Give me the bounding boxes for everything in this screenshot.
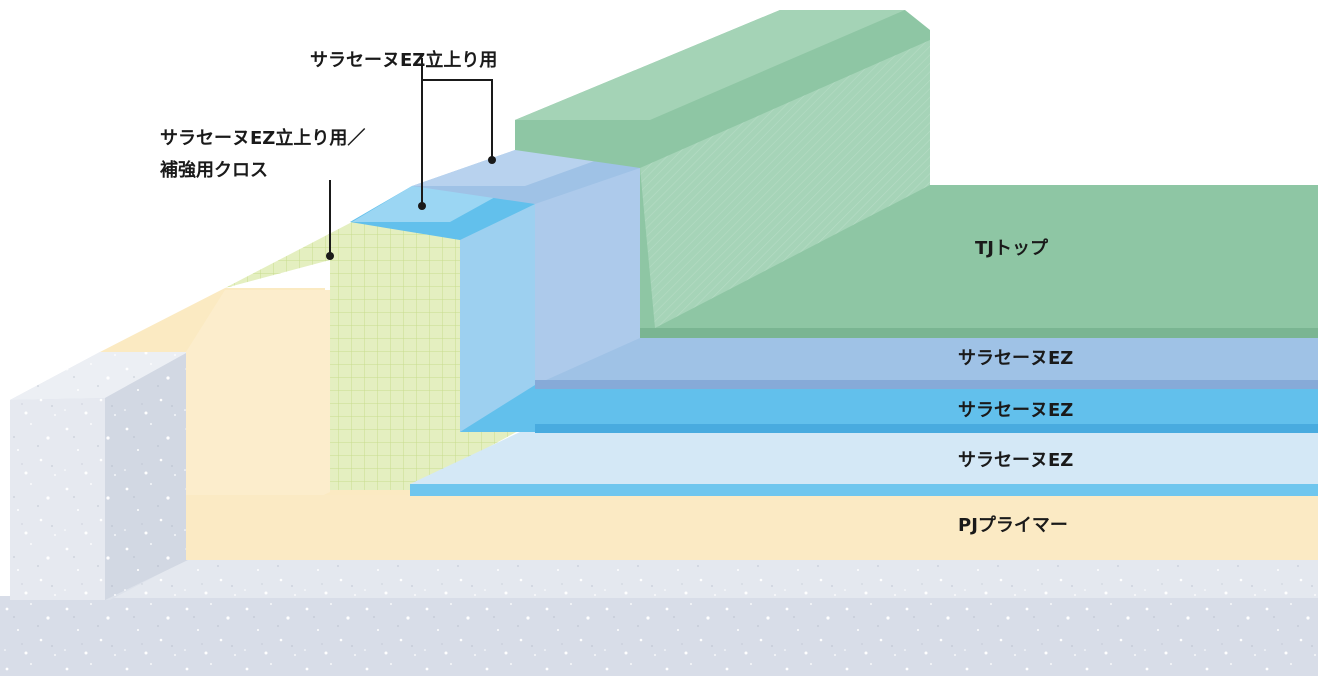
label-tj-top: TJトップ [975, 237, 1049, 259]
label-ez-layer-1: サラセーヌEZ [958, 348, 1073, 369]
label-pj-primer: PJプライマー [958, 514, 1068, 536]
label-riser-cloth-line2: 補強用クロス [159, 159, 268, 181]
ez-layer-3 [410, 432, 1318, 496]
concrete-substrate [0, 352, 1318, 676]
tj-top-layer [515, 10, 1318, 338]
leader-lines [329, 58, 493, 255]
label-riser: サラセーヌEZ立上り用 [310, 49, 497, 71]
label-ez-layer-2: サラセーヌEZ [958, 400, 1073, 421]
label-ez-layer-3: サラセーヌEZ [958, 450, 1073, 471]
reinforcement-cloth [225, 222, 520, 490]
ez-layer-1 [412, 150, 1318, 389]
leader-dots [326, 156, 496, 260]
label-riser-cloth-line1: サラセーヌEZ立上り用／ [160, 127, 365, 149]
